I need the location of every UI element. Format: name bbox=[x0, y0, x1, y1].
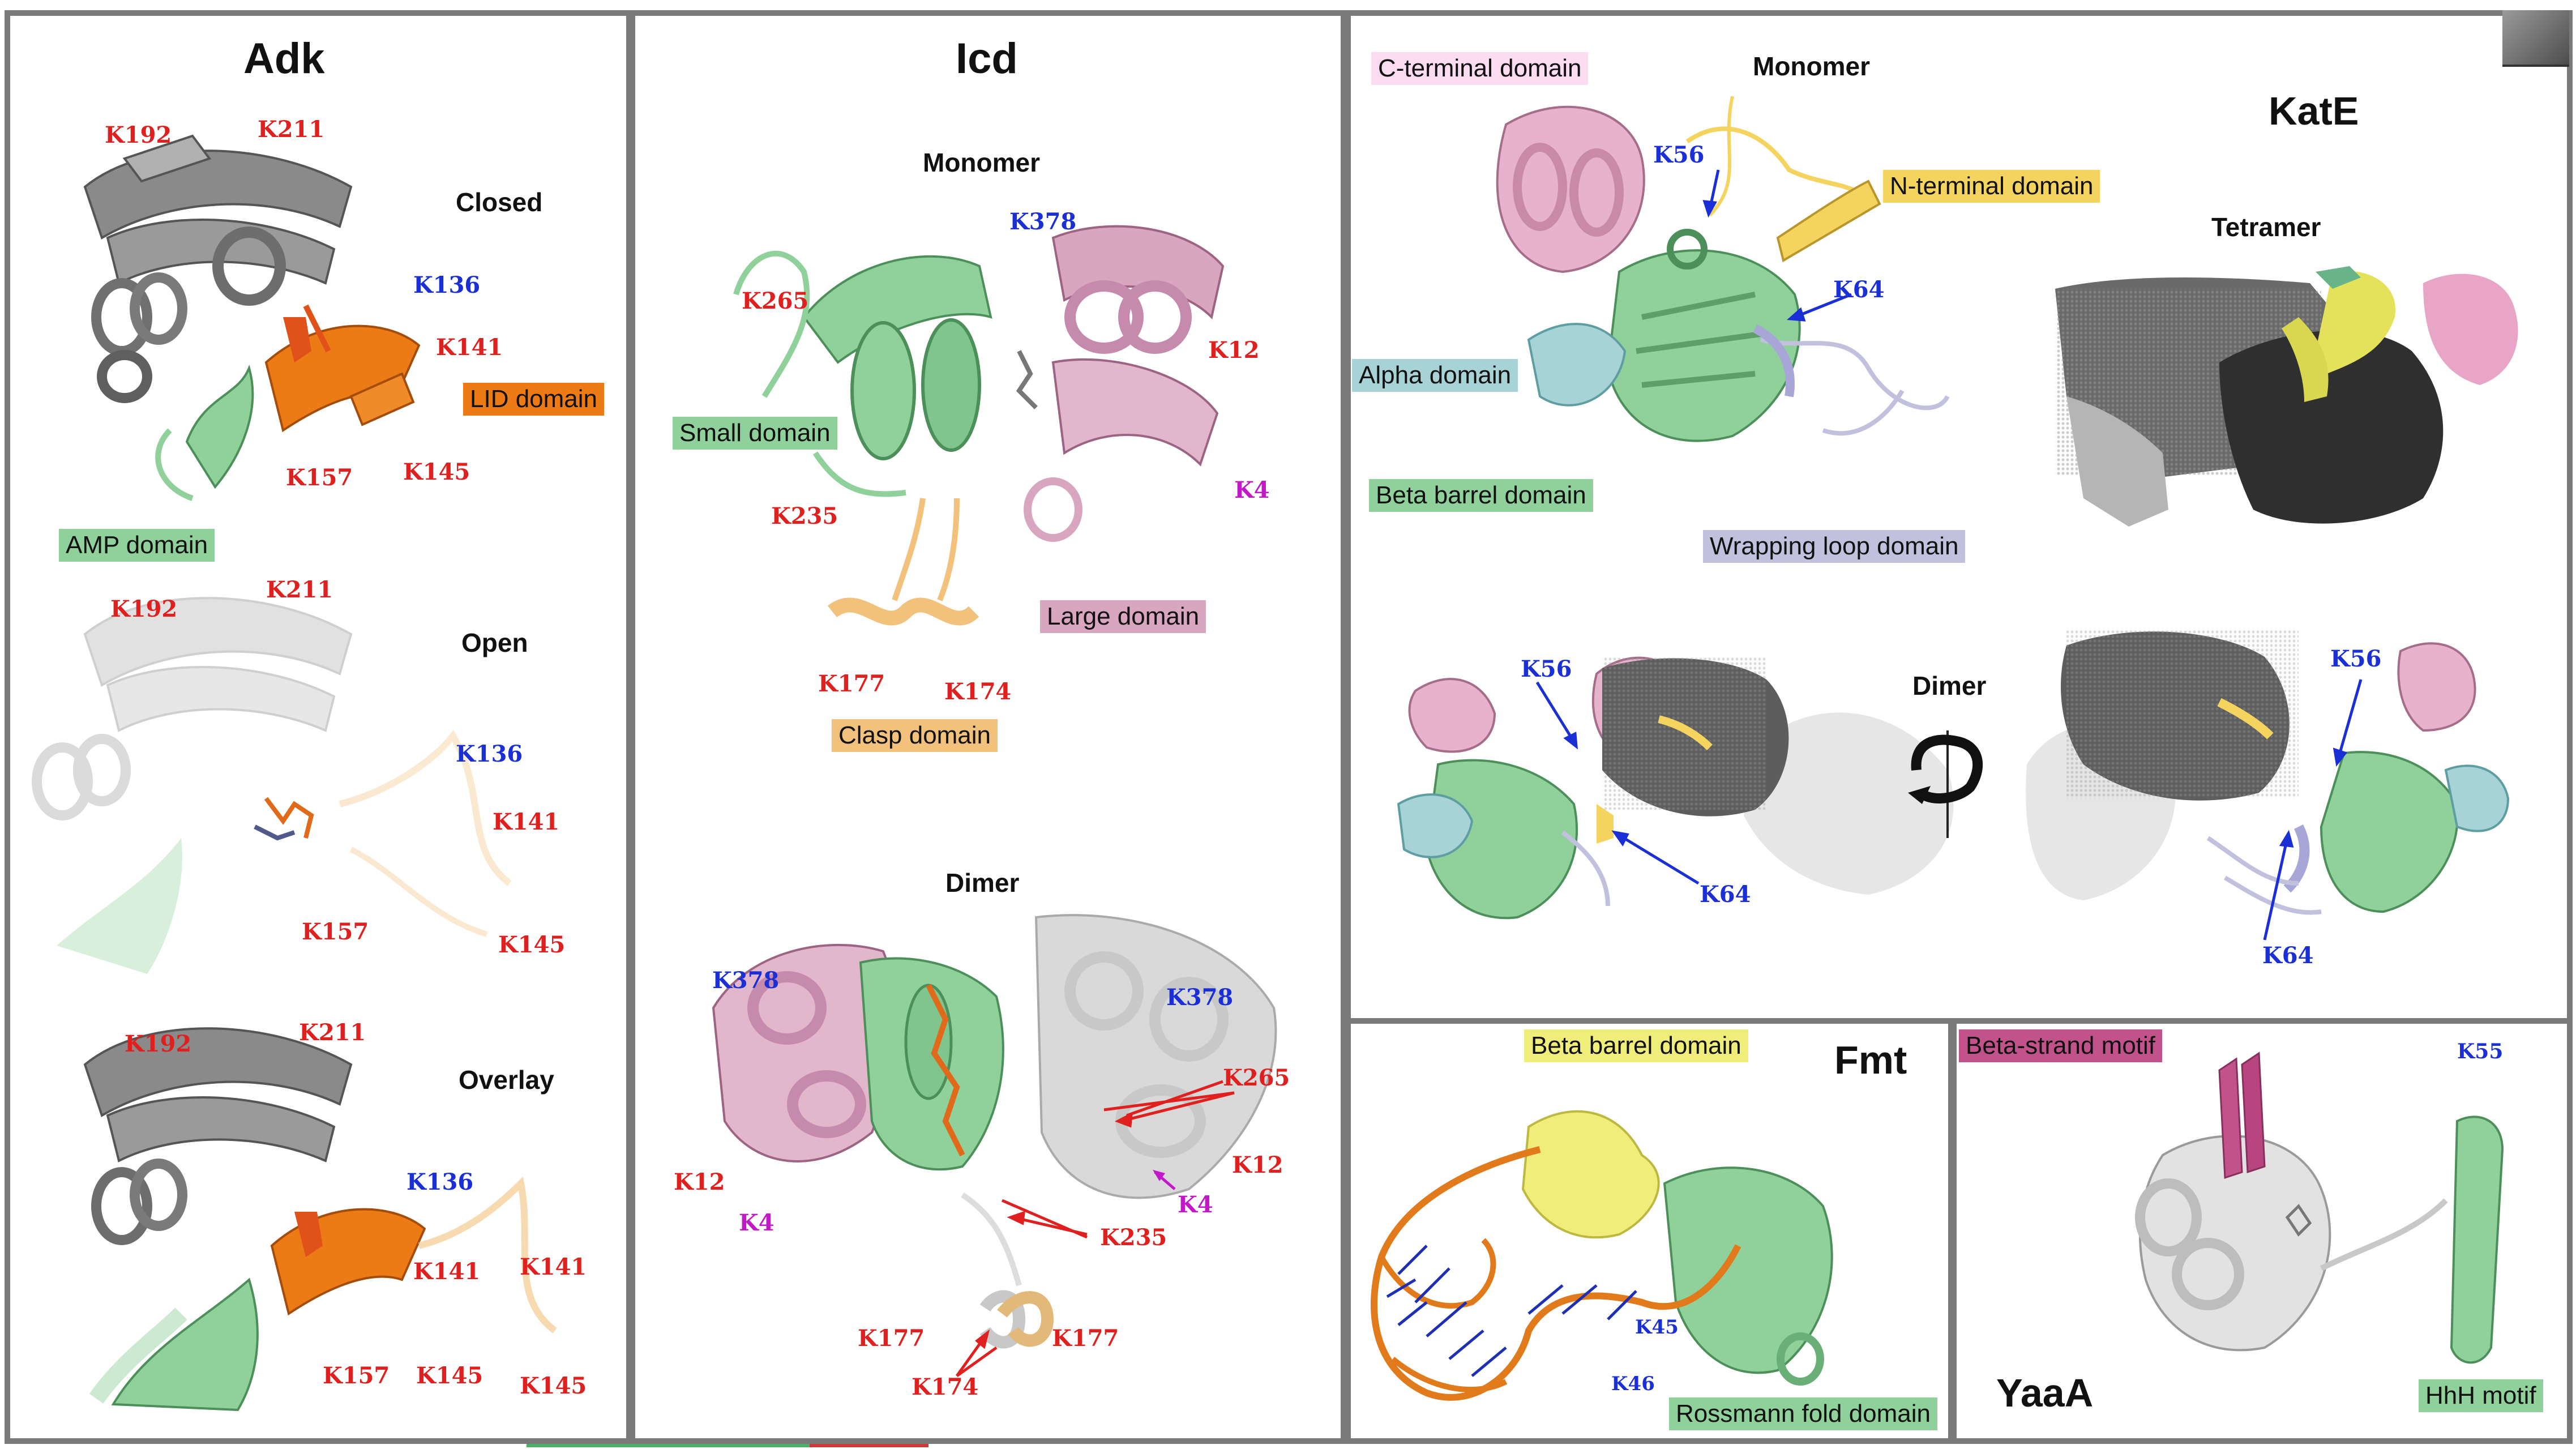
alpha-domain-label: Alpha domain bbox=[1352, 359, 1518, 392]
adk-closed-k136: K136 bbox=[413, 272, 481, 298]
rotation-icon bbox=[1908, 730, 1983, 838]
kate-tetramer-structure bbox=[2055, 266, 2518, 527]
adk-closed-k211: K211 bbox=[258, 116, 325, 143]
kate-dimer-left-structure bbox=[1397, 656, 1954, 920]
kate-monomer-arrows bbox=[1702, 169, 1852, 322]
icd-monomer-k235: K235 bbox=[771, 503, 838, 529]
n-terminal-domain-label: N-terminal domain bbox=[1883, 170, 2100, 203]
kate-title: KatE bbox=[2269, 89, 2359, 133]
lid-domain-label: LID domain bbox=[463, 383, 605, 416]
fmt-beta-barrel-domain-label: Beta barrel domain bbox=[1524, 1029, 1748, 1062]
bottom-accent-red bbox=[810, 1444, 928, 1447]
kate-monomer-structure bbox=[1496, 96, 1950, 442]
adk-open-k141: K141 bbox=[493, 809, 560, 835]
fmt-k46: K46 bbox=[1611, 1373, 1655, 1395]
adk-open-label: Open bbox=[461, 628, 528, 657]
bottom-accent-green bbox=[527, 1444, 810, 1447]
yaaa-k55: K55 bbox=[2457, 1040, 2504, 1063]
wrapping-loop-domain-label: Wrapping loop domain bbox=[1703, 530, 1966, 563]
icd-monomer-k4: K4 bbox=[1234, 477, 1270, 503]
adk-open-k136: K136 bbox=[456, 741, 523, 767]
corner-tab bbox=[2502, 10, 2569, 67]
adk-closed-k192: K192 bbox=[105, 122, 172, 148]
adk-overlay-label: Overlay bbox=[459, 1065, 554, 1095]
yaaa-structure bbox=[2135, 1052, 2504, 1364]
icd-dimer-k4-left: K4 bbox=[739, 1209, 774, 1236]
adk-overlay-k145-open: K145 bbox=[520, 1373, 587, 1399]
icd-title: Icd bbox=[956, 35, 1018, 83]
adk-open-k157: K157 bbox=[302, 918, 369, 945]
adk-overlay-k192: K192 bbox=[125, 1031, 192, 1057]
adk-open-structure bbox=[32, 597, 512, 974]
icd-monomer-structure bbox=[733, 225, 1225, 626]
adk-open-k211: K211 bbox=[266, 576, 333, 603]
kate-monomer-k56: K56 bbox=[1653, 142, 1705, 168]
icd-dimer-k12-left: K12 bbox=[674, 1169, 725, 1195]
icd-dimer-structure bbox=[712, 914, 1277, 1349]
rossmann-fold-domain-label: Rossmann fold domain bbox=[1669, 1397, 1938, 1430]
beta-barrel-domain-label: Beta barrel domain bbox=[1369, 479, 1593, 512]
icd-dimer-k378-left: K378 bbox=[712, 967, 780, 994]
hhh-motif-label: HhH motif bbox=[2419, 1379, 2543, 1412]
adk-overlay-structure bbox=[83, 1027, 557, 1412]
adk-closed-label: Closed bbox=[456, 187, 543, 217]
adk-closed-k157: K157 bbox=[286, 464, 353, 491]
kate-dimer-label: Dimer bbox=[1912, 671, 1987, 700]
kate-tetramer-label: Tetramer bbox=[2211, 212, 2321, 242]
adk-overlay-k141-open: K141 bbox=[520, 1254, 587, 1280]
icd-dimer-k174: K174 bbox=[912, 1374, 979, 1400]
c-terminal-domain-label: C-terminal domain bbox=[1371, 52, 1589, 85]
adk-closed-structure bbox=[83, 134, 421, 501]
fmt-structure bbox=[1371, 1110, 1833, 1401]
kate-dimer-k56-left: K56 bbox=[1521, 656, 1572, 682]
kate-dimer-k64-left: K64 bbox=[1700, 881, 1751, 908]
kate-monomer-k64: K64 bbox=[1833, 276, 1885, 303]
amp-domain-label: AMP domain bbox=[59, 529, 215, 562]
icd-dimer-k177-left: K177 bbox=[858, 1325, 925, 1352]
kate-dimer-k64-right: K64 bbox=[2262, 942, 2314, 969]
adk-overlay-k157: K157 bbox=[323, 1362, 390, 1389]
icd-dimer-k177-right: K177 bbox=[1052, 1325, 1119, 1352]
adk-overlay-k136: K136 bbox=[406, 1169, 474, 1195]
small-domain-label: Small domain bbox=[673, 417, 837, 450]
icd-k4-arrow bbox=[1153, 1170, 1176, 1190]
icd-dimer-label: Dimer bbox=[945, 868, 1020, 897]
icd-dimer-arrows bbox=[955, 1080, 1235, 1378]
icd-monomer-k265: K265 bbox=[742, 288, 809, 314]
beta-strand-motif-label: Beta-strand motif bbox=[1959, 1029, 2163, 1062]
kate-dimer-right-arrows bbox=[2263, 679, 2363, 941]
icd-dimer-k4-right: K4 bbox=[1178, 1191, 1213, 1218]
clasp-domain-label: Clasp domain bbox=[832, 719, 998, 752]
kate-dimer-right-structure bbox=[2026, 629, 2510, 915]
adk-closed-k141: K141 bbox=[436, 334, 503, 361]
icd-monomer-k174: K174 bbox=[944, 678, 1012, 705]
icd-dimer-k12-right: K12 bbox=[1232, 1152, 1283, 1178]
adk-title: Adk bbox=[243, 35, 325, 83]
adk-overlay-k211: K211 bbox=[299, 1019, 366, 1046]
icd-dimer-k378-right: K378 bbox=[1166, 984, 1234, 1011]
fmt-title: Fmt bbox=[1834, 1038, 1907, 1082]
kate-monomer-label: Monomer bbox=[1753, 52, 1870, 81]
adk-open-k145: K145 bbox=[498, 931, 566, 958]
kate-dimer-k56-right: K56 bbox=[2330, 646, 2382, 672]
adk-closed-k145: K145 bbox=[403, 459, 470, 485]
fmt-k45: K45 bbox=[1635, 1316, 1679, 1339]
yaaa-title: YaaA bbox=[1996, 1371, 2094, 1415]
icd-monomer-label: Monomer bbox=[923, 148, 1040, 177]
adk-overlay-k145-closed: K145 bbox=[416, 1362, 483, 1389]
icd-monomer-k177: K177 bbox=[818, 670, 885, 697]
kate-dimer-left-arrows bbox=[1535, 681, 1700, 885]
adk-open-ligand bbox=[254, 797, 314, 841]
icd-monomer-k378: K378 bbox=[1009, 208, 1077, 235]
icd-monomer-k12: K12 bbox=[1208, 337, 1260, 364]
icd-dimer-k235: K235 bbox=[1100, 1224, 1167, 1251]
large-domain-label: Large domain bbox=[1040, 600, 1206, 633]
adk-open-k192: K192 bbox=[110, 596, 178, 622]
adk-overlay-k141-closed: K141 bbox=[413, 1258, 481, 1285]
icd-dimer-k265: K265 bbox=[1223, 1065, 1290, 1091]
